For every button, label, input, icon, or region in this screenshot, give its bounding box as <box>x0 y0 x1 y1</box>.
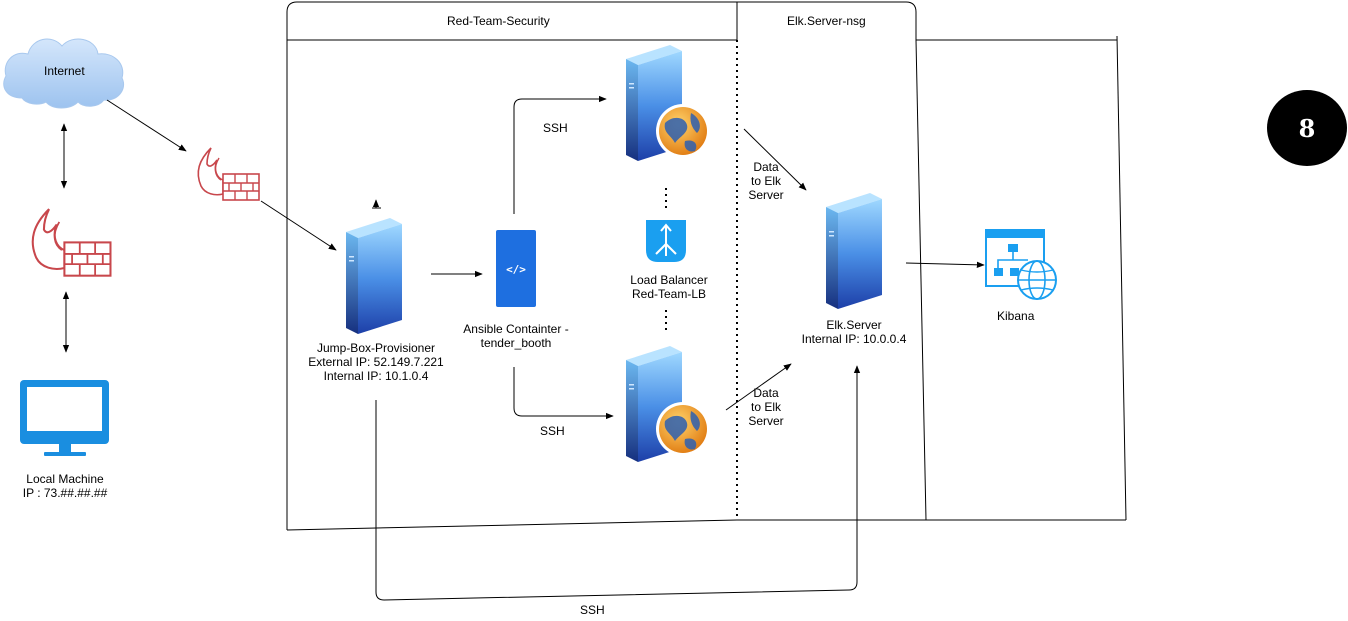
data-to-elk-label: Data to Elk Server <box>748 386 784 428</box>
connections <box>60 95 985 601</box>
load-balancer-label: Load Balancer Red-Team-LB <box>630 273 708 301</box>
jump-box-label: Jump-Box-Provisioner External IP: 52.149… <box>308 341 444 383</box>
cloud-icon[interactable] <box>3 38 124 109</box>
ansible-label: Ansible Containter - tender_booth <box>463 322 569 350</box>
ansible-icon[interactable]: </> <box>496 230 536 307</box>
elk-server-nsg-group <box>737 1 1127 521</box>
firewall-icon[interactable] <box>31 208 112 277</box>
server-icon[interactable] <box>346 218 402 334</box>
globe-icon <box>656 104 710 158</box>
ssh-label: SSH <box>580 603 605 617</box>
ssh-label: SSH <box>543 121 568 135</box>
ssh-label: SSH <box>540 424 565 438</box>
page-number-badge: 8 <box>1267 90 1347 166</box>
internet-label: Internet <box>44 64 85 78</box>
globe-icon <box>656 402 710 456</box>
svg-text:</>: </> <box>506 263 526 276</box>
monitor-icon[interactable] <box>20 380 109 456</box>
load-balancer-icon[interactable] <box>646 220 686 262</box>
server-icon[interactable] <box>826 193 882 309</box>
red-team-security-group <box>286 1 738 531</box>
kibana-label: Kibana <box>997 309 1035 323</box>
kibana-icon[interactable] <box>985 229 1057 300</box>
group-title-elk-server-nsg: Elk.Server-nsg <box>787 14 866 28</box>
group-title-red-team-security: Red-Team-Security <box>447 14 550 28</box>
local-machine-label: Local Machine IP : 73.##.##.## <box>22 472 108 500</box>
data-to-elk-label: Data to Elk Server <box>748 160 784 202</box>
elk-server-label: Elk.Server Internal IP: 10.0.0.4 <box>801 318 907 346</box>
firewall-icon[interactable] <box>197 147 260 201</box>
